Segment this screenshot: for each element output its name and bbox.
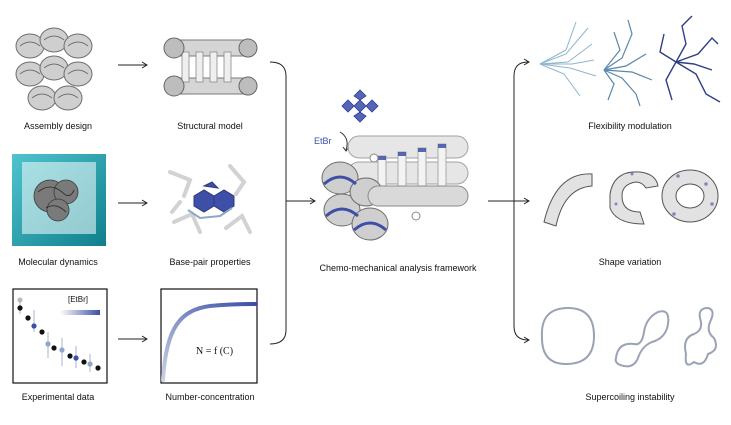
flexibility-image — [536, 14, 724, 110]
etbr-label: EtBr — [314, 136, 332, 146]
arrow-row3 — [118, 335, 148, 343]
label-framework: Chemo-mechanical analysis framework — [319, 263, 477, 273]
label-experimental-data: Experimental data — [21, 392, 95, 402]
label-flexibility-modulation: Flexibility modulation — [588, 121, 672, 131]
label-supercoiling-instability: Supercoiling instability — [585, 392, 675, 402]
supercoiling-image — [534, 298, 724, 374]
bracket-left — [270, 61, 316, 345]
shape-variation-image — [536, 164, 724, 240]
structural-model-image — [160, 22, 260, 112]
assembly-design-image — [8, 18, 108, 118]
etbr-molecule — [334, 86, 380, 126]
label-shape-variation: Shape variation — [598, 257, 662, 267]
experimental-data-plot: [EtBr] — [12, 288, 108, 384]
label-assembly-design: Assembly design — [23, 121, 93, 131]
label-structural-model: Structural model — [177, 121, 243, 131]
framework-image — [318, 126, 478, 250]
bracket-right — [488, 58, 530, 344]
etbr-bracket-label: [EtBr] — [68, 295, 89, 304]
number-concentration-plot: N = f (C) — [160, 288, 258, 384]
arrow-row1 — [118, 61, 148, 69]
label-base-pair-properties: Base-pair properties — [169, 257, 251, 267]
base-pair-image — [160, 152, 260, 248]
equation-label: N = f (C) — [196, 346, 234, 357]
etbr-gradient-bar — [60, 310, 100, 315]
arrow-row2 — [118, 199, 148, 207]
label-number-concentration: Number-concentration — [165, 392, 255, 402]
label-molecular-dynamics: Molecular dynamics — [18, 257, 98, 267]
molecular-dynamics-image — [10, 152, 108, 248]
